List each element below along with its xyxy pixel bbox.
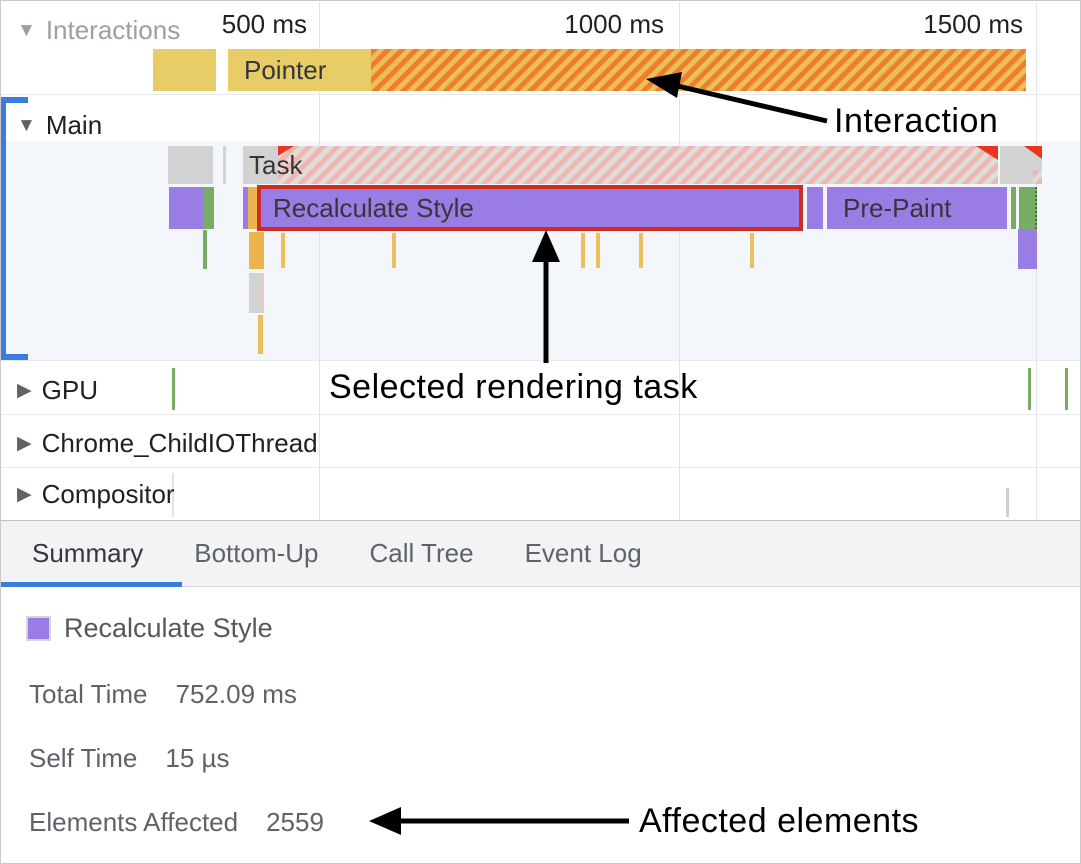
main-track-header[interactable]: ▼ Main <box>17 110 102 141</box>
main-track-label: Main <box>45 110 103 140</box>
stat-label: Self Time <box>29 743 138 773</box>
stat-value: 752.09 ms <box>175 679 297 709</box>
track-divider <box>1 94 1080 95</box>
summary-event-header: Recalculate Style <box>26 613 273 644</box>
ruler-label-1500ms: 1500 ms <box>923 9 1023 39</box>
recalculate-style-label: Recalculate Style <box>273 192 474 223</box>
flame-tick[interactable] <box>1065 368 1068 410</box>
flame-tick[interactable] <box>581 233 585 268</box>
flame-tick[interactable] <box>750 233 754 268</box>
long-task-hatch <box>1033 171 1042 184</box>
tab-summary[interactable]: Summary <box>32 538 144 568</box>
ruler-gridline <box>319 2 320 520</box>
expand-triangle-icon: ▼ <box>17 115 36 136</box>
flame-block-interaction-lead[interactable] <box>153 49 216 91</box>
expand-triangle-icon: ▼ <box>17 20 36 41</box>
flame-block[interactable] <box>243 187 248 229</box>
flame-block[interactable] <box>1000 146 1042 184</box>
flame-tick[interactable] <box>596 233 600 268</box>
flame-block[interactable] <box>1019 187 1037 229</box>
compositor-track-header[interactable]: ▶ Compositor <box>17 479 175 510</box>
child-io-track-header[interactable]: ▶ Chrome_ChildIOThread <box>17 428 318 459</box>
ruler-label-1000ms: 1000 ms <box>564 9 664 39</box>
active-tab-underline <box>1 582 182 587</box>
flame-block[interactable] <box>203 187 214 229</box>
ruler-gridline <box>679 2 680 520</box>
collapse-triangle-icon: ▶ <box>17 484 32 505</box>
stat-value: 2559 <box>266 807 324 837</box>
pointer-label: Pointer <box>244 54 327 85</box>
main-track-bracket-bottom <box>1 354 28 360</box>
stat-label: Total Time <box>29 679 148 709</box>
pointer-interaction-bar[interactable]: Pointer <box>228 49 1026 91</box>
event-color-swatch <box>26 616 51 641</box>
long-task-hatch <box>278 146 998 184</box>
flame-block[interactable] <box>261 273 264 313</box>
flame-block[interactable] <box>223 146 226 184</box>
annotation-affected-elements: Affected elements <box>639 802 920 840</box>
flame-tick[interactable] <box>172 368 175 410</box>
details-tab-bar: Summary Bottom-Up Call Tree Event Log <box>1 520 1080 587</box>
arrowhead-icon <box>369 807 401 835</box>
stat-total-time: Total Time 752.09 ms <box>29 679 297 710</box>
main-track-bracket-top <box>1 97 28 103</box>
flame-block[interactable] <box>248 187 257 229</box>
interaction-async-hatch <box>371 49 1026 91</box>
track-divider <box>1 467 1080 468</box>
long-task-flag-icon <box>278 146 294 156</box>
flame-block[interactable] <box>168 146 213 184</box>
child-io-track-label: Chrome_ChildIOThread <box>41 428 318 458</box>
interactions-track-label: Interactions <box>45 15 181 45</box>
main-track-bracket-left <box>1 97 6 360</box>
gpu-track-label: GPU <box>41 375 98 405</box>
long-task-flag-icon <box>1024 146 1042 159</box>
collapse-triangle-icon: ▶ <box>17 433 32 454</box>
tab-call-tree[interactable]: Call Tree <box>369 538 474 568</box>
flame-tick[interactable] <box>1006 488 1009 517</box>
recalculate-style-event-selected[interactable]: Recalculate Style <box>257 185 803 231</box>
flame-tick[interactable] <box>281 233 285 268</box>
flame-block[interactable] <box>1018 229 1037 269</box>
stat-value: 15 µs <box>165 743 230 773</box>
task-bar[interactable]: Task <box>243 146 998 184</box>
stat-label: Elements Affected <box>29 807 239 837</box>
pre-paint-label: Pre-Paint <box>843 192 952 223</box>
ruler-label-500ms: 500 ms <box>221 9 307 39</box>
flame-block[interactable] <box>807 187 823 229</box>
summary-event-title: Recalculate Style <box>64 613 273 643</box>
track-divider <box>1 360 1080 361</box>
stat-elements-affected: Elements Affected 2559 <box>29 807 324 838</box>
flame-block[interactable] <box>249 273 261 313</box>
gpu-track-header[interactable]: ▶ GPU <box>17 375 98 406</box>
compositor-track-label: Compositor <box>41 479 175 509</box>
task-label: Task <box>249 149 303 180</box>
track-divider <box>1 414 1080 415</box>
flame-tick[interactable] <box>258 315 263 354</box>
long-task-flag-icon <box>976 146 998 160</box>
pre-paint-event[interactable]: Pre-Paint <box>827 187 1007 229</box>
interactions-track-header[interactable]: ▼ Interactions <box>17 15 180 46</box>
flame-block[interactable] <box>1011 187 1016 229</box>
tab-event-log[interactable]: Event Log <box>524 538 642 568</box>
flame-tick[interactable] <box>639 233 643 268</box>
flame-tick[interactable] <box>1028 368 1031 410</box>
collapse-triangle-icon: ▶ <box>17 380 32 401</box>
flame-tick[interactable] <box>392 233 396 268</box>
tab-bottom-up[interactable]: Bottom-Up <box>194 538 319 568</box>
stat-self-time: Self Time 15 µs <box>29 743 230 774</box>
annotation-interaction: Interaction <box>834 102 999 140</box>
flame-block[interactable] <box>169 187 203 229</box>
flame-block[interactable] <box>203 230 207 269</box>
annotation-selected-task: Selected rendering task <box>329 368 698 406</box>
flame-tick[interactable] <box>172 473 174 517</box>
flame-block[interactable] <box>249 232 264 269</box>
